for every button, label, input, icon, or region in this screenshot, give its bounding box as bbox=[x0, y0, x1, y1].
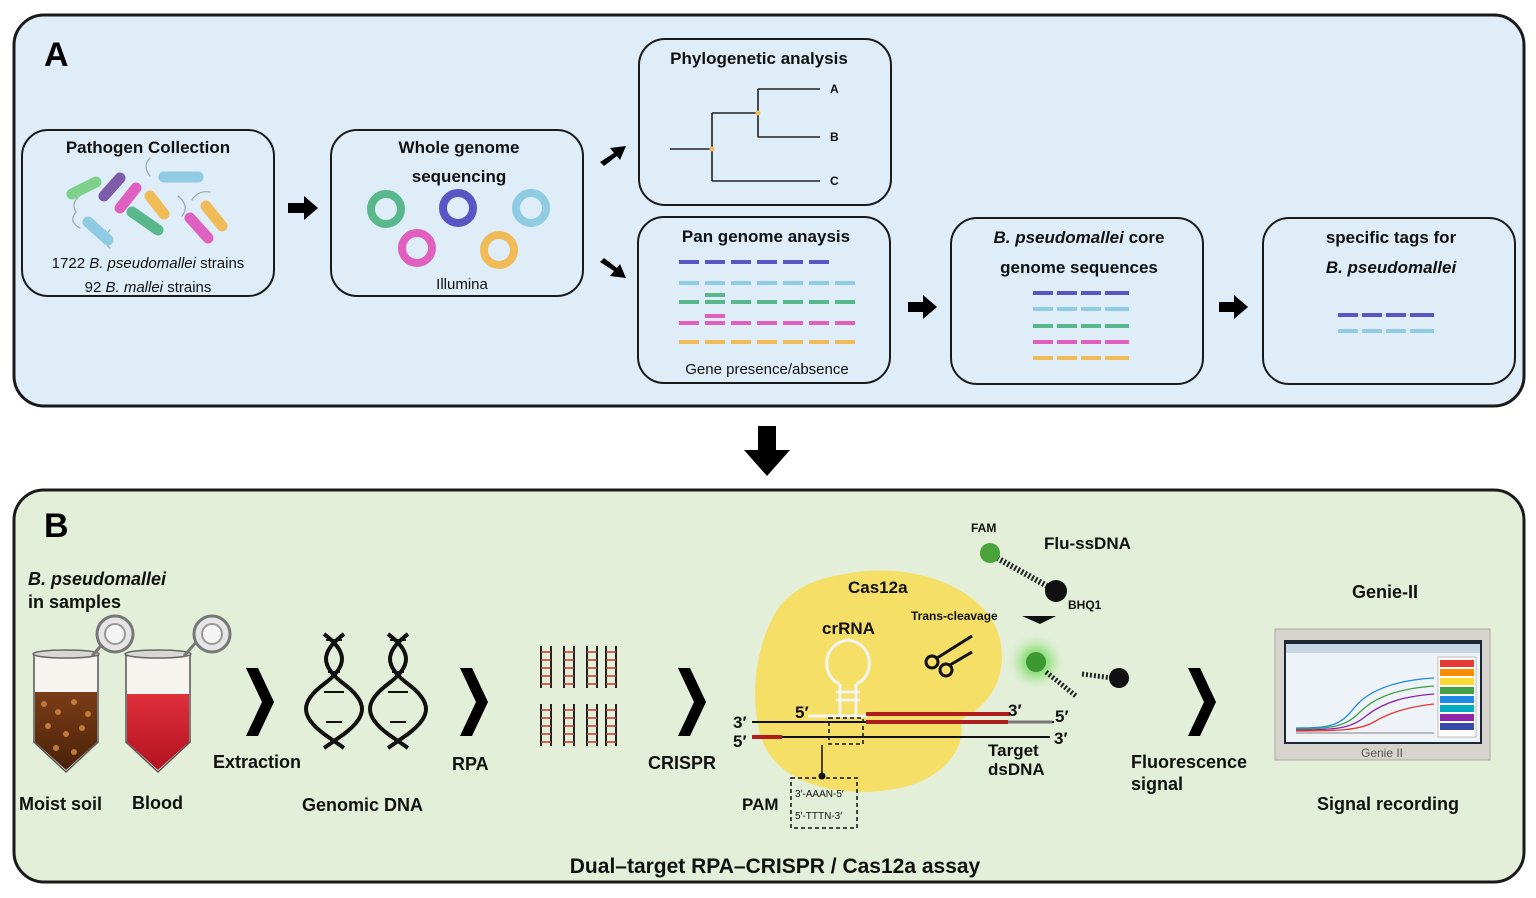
cleavage-arrow-icon bbox=[1022, 616, 1056, 624]
scissors-icon bbox=[924, 634, 973, 678]
core-genome-title-line2: genome sequences bbox=[1000, 258, 1158, 277]
step-chevron-icon bbox=[1188, 668, 1216, 736]
pathogen-collection-box: Pathogen Collection 1722 B. pseudomallei… bbox=[21, 129, 275, 297]
blood-tube-icon bbox=[124, 614, 232, 774]
core-genome-box: B. pseudomallei core genome sequences bbox=[950, 217, 1204, 385]
assay-title: Dual–target RPA–CRISPR / Cas12a assay bbox=[570, 855, 981, 878]
device-title: Genie-II bbox=[1352, 582, 1418, 602]
arrow-to-wgs-icon bbox=[288, 196, 318, 220]
crrna-label: crRNA bbox=[822, 619, 875, 638]
extraction-label: Extraction bbox=[213, 752, 301, 772]
phylogenetic-box: Phylogenetic analysis A B C bbox=[638, 38, 892, 206]
arrow-to-core-icon bbox=[908, 295, 937, 319]
rpa-label: RPA bbox=[452, 754, 489, 774]
strand-5prime-left: 5′ bbox=[733, 732, 747, 751]
device-brand-label: Genie II bbox=[1361, 746, 1403, 760]
fam-label: FAM bbox=[971, 521, 996, 535]
step-chevron-icon bbox=[678, 668, 706, 736]
crrna-hairpin-icon bbox=[808, 638, 871, 718]
target-label-line2: dsDNA bbox=[988, 760, 1045, 779]
core-matrix-icon bbox=[1033, 291, 1129, 360]
soil-tube-icon bbox=[32, 614, 135, 774]
strand-5prime-inner: 5′ bbox=[795, 703, 809, 722]
specific-tags-box: specific tags for B. pseudomallei bbox=[1262, 217, 1516, 385]
samples-species: B. pseudomallei bbox=[28, 569, 167, 589]
flu-ssdna-reporter-icon bbox=[980, 543, 1067, 602]
tags-matrix-icon bbox=[1338, 313, 1434, 333]
tags-title-line1: specific tags for bbox=[1326, 228, 1457, 247]
pan-genome-caption: Gene presence/absence bbox=[685, 361, 848, 378]
bacteria-illustration bbox=[66, 157, 228, 249]
trans-cleavage-label: Trans-cleavage bbox=[911, 609, 998, 623]
pam-label: PAM bbox=[742, 795, 779, 814]
cleaved-fragment-icon bbox=[1044, 670, 1078, 698]
arrow-to-pan-icon bbox=[600, 258, 626, 278]
genome-rings-icon bbox=[367, 189, 550, 269]
dna-rungs bbox=[324, 639, 408, 723]
crispr-label: CRISPR bbox=[648, 753, 716, 773]
samples-line2: in samples bbox=[28, 592, 121, 612]
wgs-platform: Illumina bbox=[436, 276, 488, 293]
target-label-line1: Target bbox=[988, 741, 1039, 760]
dna-helix-icon bbox=[304, 632, 428, 750]
pam-sequence-box bbox=[790, 777, 858, 829]
cleaved-fragment-icon bbox=[1081, 671, 1113, 681]
tree-leaf-b: B bbox=[830, 130, 839, 144]
flu-ssdna-label: Flu-ssDNA bbox=[1044, 534, 1131, 553]
blood-label: Blood bbox=[132, 793, 183, 813]
strain-count-bp: 1722 B. pseudomallei strains bbox=[52, 255, 245, 272]
step-chevron-icon bbox=[460, 668, 488, 736]
tree-leaf-c: C bbox=[830, 174, 839, 188]
panel-b-letter: B bbox=[44, 507, 69, 545]
wgs-title-line1: Whole genome bbox=[399, 138, 520, 157]
fluorescence-label-line1: Fluorescence bbox=[1131, 752, 1247, 772]
core-genome-title-line1: B. pseudomallei core bbox=[993, 228, 1164, 247]
panel-a-background bbox=[12, 13, 1526, 408]
fluorescence-label-line2: signal bbox=[1131, 774, 1183, 794]
pam-seq-top: 3′-AAAN-5′ bbox=[795, 789, 844, 800]
target-dsdna-icon bbox=[752, 712, 1054, 780]
pam-seq-bottom: 5′-TTTN-3′ bbox=[795, 811, 842, 822]
phylogenetic-title: Phylogenetic analysis bbox=[670, 49, 848, 68]
strand-5prime-right: 5′ bbox=[1055, 707, 1069, 726]
tree-node bbox=[709, 146, 715, 152]
wgs-title-line2: sequencing bbox=[412, 167, 506, 186]
pan-genome-title: Pan genome anaysis bbox=[682, 227, 850, 246]
quencher-released-icon bbox=[1109, 668, 1129, 688]
pathogen-collection-title: Pathogen Collection bbox=[66, 138, 230, 157]
genie-ii-device-icon bbox=[1274, 628, 1491, 761]
amplicon-icon bbox=[540, 646, 617, 746]
cas12a-label: Cas12a bbox=[848, 578, 908, 597]
strand-3prime-right: 3′ bbox=[1054, 729, 1068, 748]
wgs-box: Whole genome sequencing Illumina bbox=[330, 129, 584, 297]
tags-title-line2: B. pseudomallei bbox=[1326, 258, 1458, 277]
bhq1-label: BHQ1 bbox=[1068, 598, 1102, 612]
gene-matrix-icon bbox=[679, 260, 855, 344]
tree-node bbox=[755, 110, 761, 116]
arrow-to-tags-icon bbox=[1219, 295, 1248, 319]
soil-label: Moist soil bbox=[19, 794, 102, 814]
arrow-to-phylo-icon bbox=[600, 146, 626, 166]
fam-released-icon bbox=[1026, 652, 1046, 672]
step-chevron-icon bbox=[246, 668, 274, 736]
pan-genome-box: Pan genome anaysis Gene presence/absence bbox=[637, 216, 891, 384]
strand-3prime-left: 3′ bbox=[733, 713, 747, 732]
genomic-dna-label: Genomic DNA bbox=[302, 795, 423, 815]
strain-count-bm: 92 B. mallei strains bbox=[85, 279, 212, 296]
panel-transition-arrow-icon bbox=[744, 426, 790, 476]
strand-3prime-inner: 3′ bbox=[1008, 701, 1022, 720]
panel-a-letter: A bbox=[44, 36, 69, 74]
tree-leaf-a: A bbox=[830, 82, 839, 96]
signal-recording-label: Signal recording bbox=[1317, 794, 1459, 814]
